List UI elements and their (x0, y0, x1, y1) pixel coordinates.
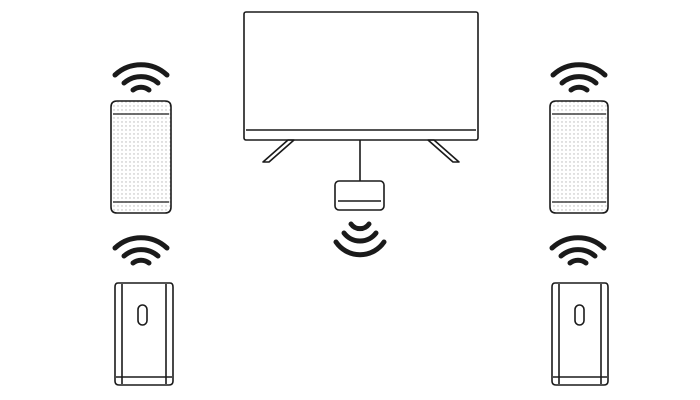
hub-wireless-signal-icon (333, 221, 387, 258)
rear-right-wireless-signal-icon (549, 235, 607, 266)
front-right-speaker-icon (549, 100, 609, 214)
rear-left-subwoofer-icon (114, 282, 174, 386)
rear-left-wireless-signal-icon (112, 235, 170, 266)
television-icon (243, 11, 479, 181)
rear-right-subwoofer-icon (551, 282, 609, 386)
wireless-transmitter-icon (334, 180, 385, 211)
tv-stand-right-icon (427, 139, 460, 163)
front-left-wireless-signal-icon (112, 62, 170, 93)
front-right-wireless-signal-icon (550, 62, 608, 93)
front-left-speaker-icon (110, 100, 172, 214)
tv-stand-left-icon (262, 139, 295, 163)
